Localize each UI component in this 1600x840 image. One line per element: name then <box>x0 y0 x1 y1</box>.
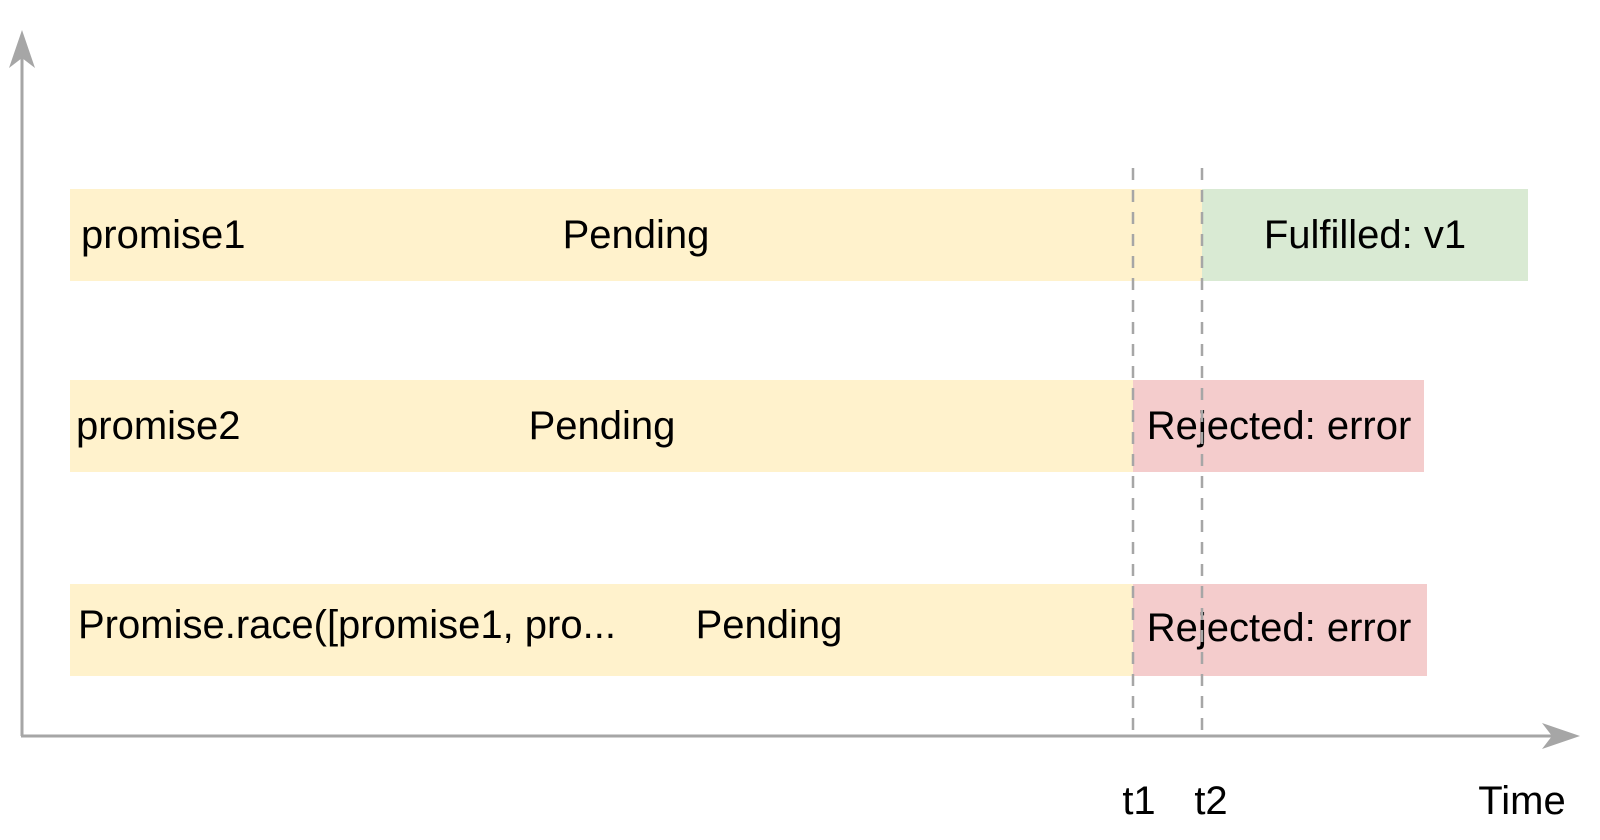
timeline-row-promise-race: Promise.race([promise1, pro... Pending R… <box>70 584 1427 676</box>
pending-state-label: Pending <box>696 603 843 647</box>
x-axis-label: Time <box>1478 779 1565 823</box>
timeline-row-promise1: promise1 Pending Fulfilled: v1 <box>70 189 1528 281</box>
pending-bar <box>70 189 1202 281</box>
t2-marker-label: t2 <box>1194 779 1227 823</box>
pending-state-label: Pending <box>563 213 710 257</box>
x-axis-arrowhead <box>1542 723 1580 749</box>
settled-bar <box>1202 189 1528 281</box>
pending-bar <box>70 584 1133 676</box>
pending-bar <box>70 380 1133 472</box>
row-name-label: promise1 <box>81 213 246 257</box>
y-axis-arrowhead <box>9 30 35 68</box>
pending-state-label: Pending <box>529 404 676 448</box>
settled-bar <box>1133 380 1424 472</box>
timeline-row-promise2: promise2 Pending Rejected: error <box>70 380 1424 472</box>
settled-state-label: Rejected: error <box>1147 606 1412 650</box>
row-name-label: Promise.race([promise1, pro... <box>78 603 616 647</box>
settled-state-label: Fulfilled: v1 <box>1264 213 1466 257</box>
t1-marker-label: t1 <box>1122 779 1155 823</box>
settled-state-label: Rejected: error <box>1147 404 1412 448</box>
settled-bar <box>1133 584 1427 676</box>
row-name-label: promise2 <box>76 404 241 448</box>
